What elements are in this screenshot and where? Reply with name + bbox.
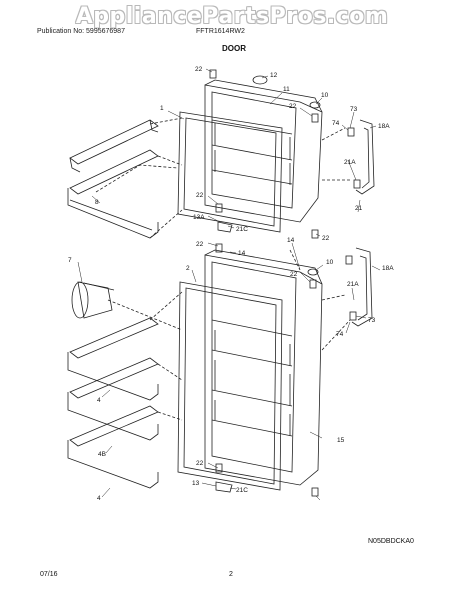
model-number: FFTR1614RW2 <box>196 28 245 35</box>
callout-7: 7 <box>68 257 72 264</box>
callout-18a: 18A <box>382 265 394 272</box>
bottom-hinge-parts <box>215 243 319 497</box>
callout-21: 21 <box>355 205 363 212</box>
refrigerator-door-gasket <box>177 281 283 491</box>
callout-22: 22 <box>290 271 298 278</box>
callout-1: 1 <box>160 105 164 112</box>
callout-73: 73 <box>368 317 376 324</box>
callout-74: 74 <box>336 331 344 338</box>
diagram-code: N05DBDCKA0 <box>368 538 414 545</box>
callout-12: 12 <box>270 72 278 79</box>
butter-dish <box>71 281 115 319</box>
top-hinge-parts <box>209 69 321 239</box>
freezer-door-gasket <box>177 111 283 233</box>
refrigerator-handle <box>345 247 373 327</box>
freezer-handle <box>347 119 375 195</box>
callout-74: 74 <box>332 120 340 127</box>
callout-leaders <box>77 68 381 501</box>
callout-4: 4 <box>97 397 101 404</box>
callout-13: 13 <box>192 480 200 487</box>
callout-73: 73 <box>350 106 358 113</box>
callout-22: 22 <box>196 192 204 199</box>
refrigerator-leader-lines <box>107 249 351 421</box>
callout-14: 14 <box>287 237 295 244</box>
refrigerator-door-panel <box>204 249 323 486</box>
page-number: 2 <box>229 571 233 578</box>
footer-date: 07/16 <box>40 571 58 578</box>
watermark: AppliancePartsPros.com <box>75 4 389 29</box>
callout-4b: 4B <box>98 451 106 458</box>
callout-11: 11 <box>283 86 290 93</box>
callout-21c: 21C <box>236 226 248 233</box>
freezer-shelf-bars <box>67 119 159 239</box>
callout-22: 22 <box>196 460 204 467</box>
callout-22: 22 <box>322 235 330 242</box>
callout-13a: 13A <box>193 214 205 221</box>
callout-10: 10 <box>326 259 334 266</box>
page-title: DOOR <box>222 44 246 53</box>
callout-15: 15 <box>337 437 345 444</box>
freezer-leader-lines <box>95 117 350 239</box>
callout-14: 14 <box>238 250 246 257</box>
freezer-door-panel <box>204 79 323 223</box>
publication-number: Publication No: 5995676987 <box>37 28 125 35</box>
callout-22: 22 <box>196 241 204 248</box>
callout-2: 2 <box>186 265 190 272</box>
callout-22: 22 <box>289 103 297 110</box>
callout-22: 22 <box>195 66 203 73</box>
callout-4: 4 <box>97 495 101 502</box>
callout-21a: 21A <box>347 281 359 288</box>
callout-21c: 21C <box>236 487 248 494</box>
callout-8: 8 <box>95 199 99 206</box>
callout-18a: 18A <box>378 123 390 130</box>
refrigerator-shelf-bars <box>67 317 159 489</box>
callout-10: 10 <box>321 92 329 99</box>
callout-21a: 21A <box>344 159 356 166</box>
